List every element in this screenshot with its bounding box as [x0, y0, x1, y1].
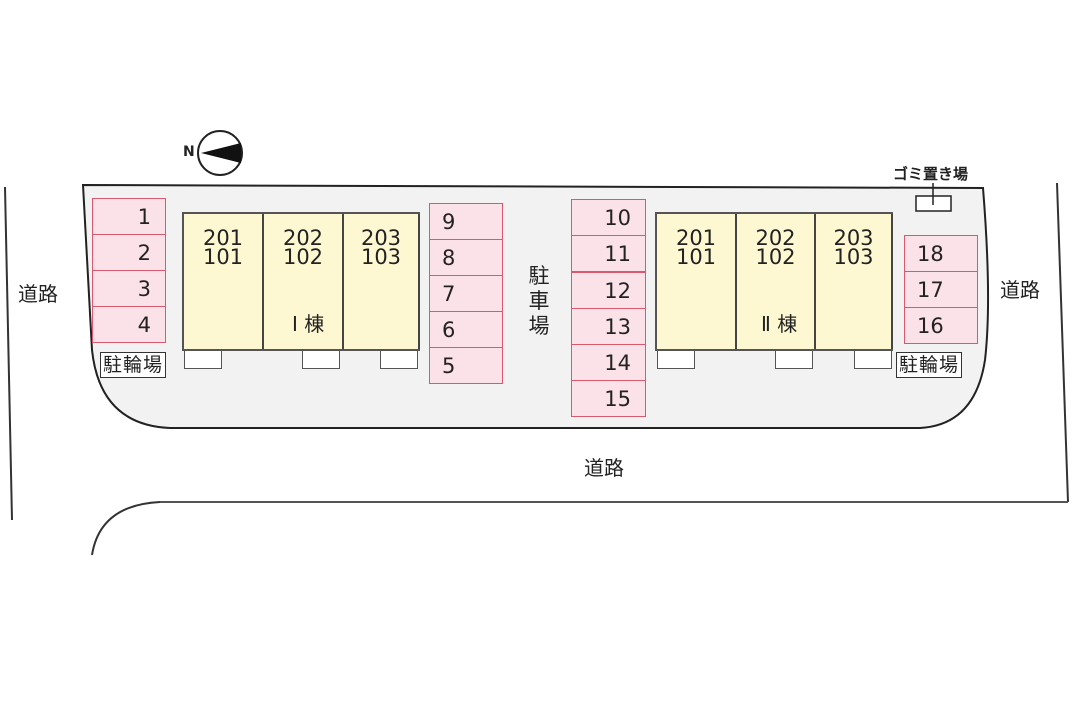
space-number: 5: [442, 353, 456, 378]
parking-label-char: 駐: [528, 264, 550, 288]
parking-space: 15: [571, 380, 646, 417]
space-number: 14: [604, 350, 631, 375]
entrance-step: [380, 351, 418, 369]
parking-space: 2: [92, 234, 166, 271]
building-label: Ⅰ 棟: [292, 312, 325, 336]
space-number: 9: [442, 209, 456, 234]
parking-space: 17: [904, 271, 978, 308]
space-number: 6: [442, 317, 456, 342]
parking-space: 9: [429, 203, 503, 240]
parking-space: 10: [571, 199, 646, 236]
road-bottom-label: 道路: [584, 456, 624, 480]
unit-number-lower: 103: [360, 245, 402, 269]
bicycle-parking-left: 駐輪場: [100, 352, 167, 378]
road-right-label: 道路: [1000, 278, 1040, 302]
entrance-step: [302, 351, 340, 369]
parking-space: 5: [429, 347, 503, 384]
space-number: 7: [442, 281, 456, 306]
bicycle-parking-right: 駐輪場: [896, 352, 963, 378]
space-number: 18: [917, 241, 944, 266]
road-left-label: 道路: [18, 282, 58, 306]
space-number: 2: [137, 240, 151, 265]
parking-space: 8: [429, 239, 503, 276]
building-label: Ⅱ 棟: [761, 312, 798, 336]
parking-space: 6: [429, 311, 503, 348]
space-number: 11: [604, 241, 631, 266]
entrance-step: [657, 351, 695, 369]
unit-number-lower: 103: [833, 245, 874, 269]
unit-number-lower: 101: [202, 245, 244, 269]
parking-space: 1: [92, 198, 166, 235]
parking-area-label: 駐 車 場: [528, 264, 550, 339]
unit-number-upper: 202: [282, 226, 324, 250]
unit-number-upper: 203: [360, 226, 402, 250]
unit-number-lower: 102: [755, 245, 796, 269]
unit-number-lower: 102: [282, 245, 324, 269]
parking-space: 18: [904, 235, 978, 272]
compass-n-label: N: [183, 144, 195, 160]
parking-space: 12: [571, 272, 646, 309]
unit-number-lower: 101: [675, 245, 717, 269]
space-number: 17: [917, 277, 944, 302]
entrance-step: [854, 351, 892, 369]
parking-space: 7: [429, 275, 503, 312]
space-number: 4: [137, 312, 151, 337]
parking-space: 13: [571, 308, 646, 345]
unit-number-upper: 202: [755, 226, 796, 250]
entrance-step: [775, 351, 813, 369]
space-number: 12: [604, 278, 631, 303]
space-number: 15: [604, 386, 631, 411]
space-number: 10: [604, 205, 631, 230]
unit-number-upper: 201: [675, 226, 717, 250]
parking-space: 14: [571, 344, 646, 381]
unit-number-upper: 203: [833, 226, 874, 250]
parking-space: 3: [92, 270, 166, 307]
space-number: 8: [442, 245, 456, 270]
space-number: 1: [137, 204, 151, 229]
parking-label-char: 場: [528, 314, 550, 338]
garbage-label: ゴミ置き場: [893, 165, 969, 183]
entrance-step: [184, 351, 222, 369]
parking-space: 16: [904, 307, 978, 344]
parking-label-char: 車: [528, 289, 550, 313]
parking-space: 11: [571, 235, 646, 272]
parking-space: 4: [92, 306, 166, 343]
space-number: 13: [604, 314, 631, 339]
space-number: 3: [137, 276, 151, 301]
space-number: 16: [917, 313, 944, 338]
unit-number-upper: 201: [202, 226, 244, 250]
